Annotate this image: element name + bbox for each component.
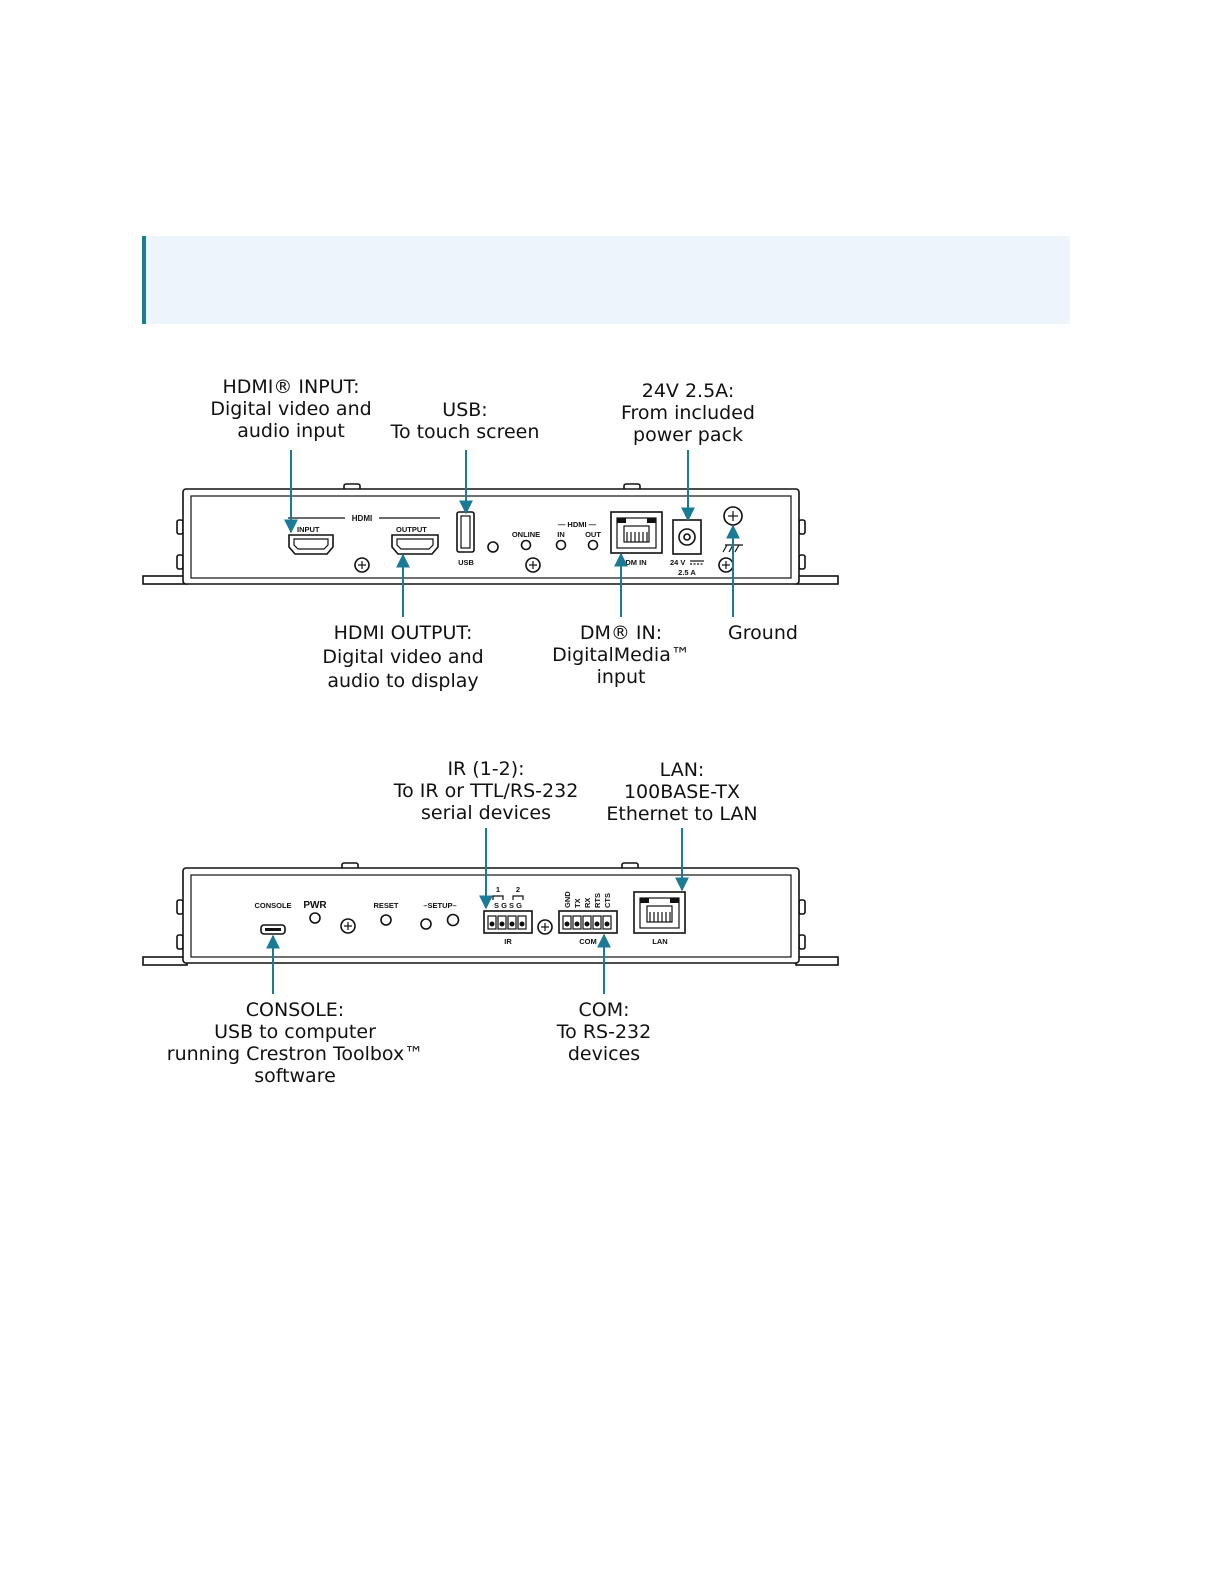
svg-text:USB:: USB: [442,399,487,421]
front-chassis [182,488,800,585]
com-pin-gnd: GND [563,891,572,908]
ir-callout: IR (1-2): To IR or TTL/RS-232 serial dev… [393,758,579,824]
hdmi-out-led [587,539,599,551]
reset-label: RESET [373,901,398,910]
com-pin-rts: RTS [593,893,602,908]
hdmi-input-port [288,534,334,555]
reset-button [380,914,392,926]
svg-text:CONSOLE:: CONSOLE: [246,999,344,1021]
screw [340,918,356,934]
power-callout: 24V 2.5A: From included power pack [621,380,755,446]
svg-text:From included: From included [621,402,755,424]
hdmi-leds-label: — HDMI — [558,520,597,529]
lan-callout: LAN: 100BASE-TX Ethernet to LAN [606,759,757,825]
ir-2-label: 2 [516,885,520,894]
svg-text:serial devices: serial devices [421,802,551,824]
volt-label: 24 V [670,558,685,567]
usb-port [456,511,475,553]
lan-label: LAN [652,937,667,946]
hdmi-output-port [391,534,439,555]
svg-text:LAN:: LAN: [660,759,705,781]
svg-text:To RS-232: To RS-232 [556,1021,651,1043]
screw [718,557,734,573]
dm-in-label: DM IN [625,558,646,567]
svg-text:IR (1-2):: IR (1-2): [447,758,524,780]
com-label: COM [579,937,597,946]
svg-text:DM® IN:: DM® IN: [580,622,662,644]
svg-text:24V 2.5A:: 24V 2.5A: [642,380,735,402]
ir-pins-label: S G S G [494,901,522,910]
svg-text:Digital video and: Digital video and [322,646,483,668]
svg-text:software: software [254,1065,336,1087]
svg-text:audio to display: audio to display [327,670,478,692]
note-box [142,236,1070,324]
svg-text:USB to computer: USB to computer [214,1021,376,1043]
usb-callout: USB: To touch screen [390,399,540,443]
online-led [520,539,532,551]
com-callout: COM: To RS-232 devices [556,999,651,1065]
hdmi-in-led [555,539,567,551]
out-label: OUT [585,530,601,539]
svg-text:running Crestron Toolbox™: running Crestron Toolbox™ [167,1043,423,1065]
amp-label: 2.5 A [678,568,696,577]
svg-text:audio input: audio input [237,420,345,442]
left-flange [142,575,188,585]
ir-label: IR [504,937,512,946]
screw [354,557,370,573]
rear-panel: CONSOLE PWR RESET –SETUP– 1 2 S G S G IR [142,862,839,966]
setup-led [420,918,432,930]
front-panel: HDMI INPUT OUTPUT USB ONLINE — HDMI — IN… [142,483,839,585]
com-pin-rx: RX [583,898,592,908]
screw [525,557,541,573]
svg-text:DigitalMedia™: DigitalMedia™ [552,644,690,666]
svg-text:To IR or TTL/RS-232: To IR or TTL/RS-232 [393,780,579,802]
svg-text:To touch screen: To touch screen [390,421,540,443]
right-flange [795,575,839,585]
svg-text:devices: devices [568,1043,640,1065]
dm-in-callout: DM® IN: DigitalMedia™ input [552,622,690,688]
in-label: IN [557,530,565,539]
hdmi-input-callout: HDMI® INPUT: Digital video and audio inp… [210,376,371,442]
input-label: INPUT [297,525,320,534]
ir-1-label: 1 [496,885,500,894]
online-label: ONLINE [512,530,540,539]
pwr-label: PWR [303,900,327,911]
setup-label: –SETUP– [423,901,456,910]
ground-callout: Ground [728,622,798,644]
svg-text:power pack: power pack [633,424,743,446]
svg-text:HDMI® INPUT:: HDMI® INPUT: [222,376,359,398]
svg-text:Digital video and: Digital video and [210,398,371,420]
svg-text:Ethernet to LAN: Ethernet to LAN [606,803,757,825]
hdmi-output-callout: HDMI OUTPUT: Digital video and audio to … [322,622,483,692]
svg-text:100BASE-TX: 100BASE-TX [624,781,740,803]
hdmi-group-label: HDMI [352,514,372,523]
pwr-led [309,912,321,924]
svg-text:input: input [597,666,646,688]
svg-text:COM:: COM: [578,999,629,1021]
console-callout: CONSOLE: USB to computer running Crestro… [167,999,423,1087]
usb-label: USB [458,558,474,567]
setup-button [446,913,460,927]
com-pin-tx: TX [573,898,582,908]
screw [537,919,553,935]
svg-text:Ground: Ground [728,622,798,644]
svg-text:HDMI OUTPUT:: HDMI OUTPUT: [334,622,473,644]
console-label: CONSOLE [254,901,291,910]
output-label: OUTPUT [396,525,427,534]
com-pin-cts: CTS [603,893,612,908]
